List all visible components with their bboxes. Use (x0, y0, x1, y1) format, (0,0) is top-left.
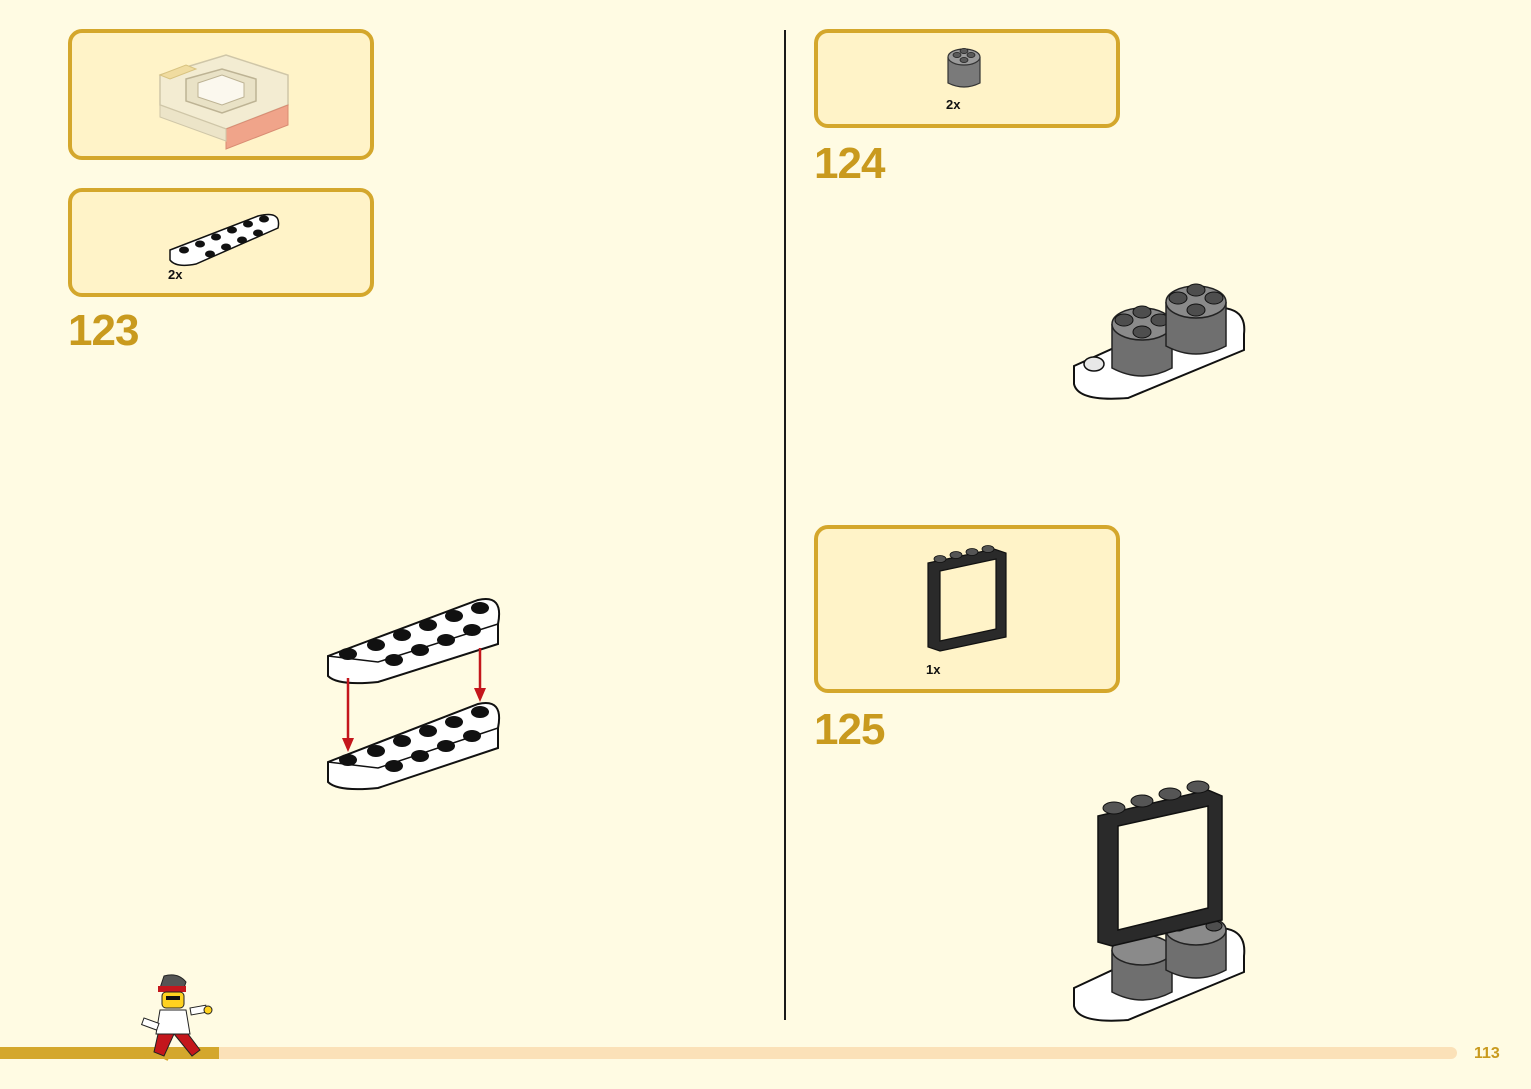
dark-gray-round-brick-icon (947, 48, 981, 88)
parts-callout-step-125: 1x (814, 525, 1120, 693)
black-window-frame-icon (927, 545, 1007, 652)
step-123-build-illustration (327, 598, 500, 791)
step-124-build-illustration (1073, 283, 1246, 400)
white-half-round-plate-icon (169, 213, 280, 267)
part-quantity: 2x (168, 267, 183, 282)
progress-bar-track (0, 1047, 1457, 1059)
page-divider (784, 30, 786, 1020)
page-number: 113 (1474, 1045, 1500, 1062)
submodel-callout (68, 29, 374, 160)
running-minifigure-icon (133, 974, 213, 1061)
part-quantity: 2x (946, 97, 961, 112)
parts-callout-step-124: 2x (814, 29, 1120, 128)
step-number-123: 123 (68, 306, 139, 355)
step-number-125: 125 (814, 705, 885, 754)
part-quantity: 1x (926, 662, 941, 677)
step-number-124: 124 (814, 139, 885, 188)
parts-callout-step-123: 2x (68, 188, 374, 297)
faded-submodel-icon (158, 54, 289, 150)
step-125-build-illustration (1073, 780, 1246, 1022)
